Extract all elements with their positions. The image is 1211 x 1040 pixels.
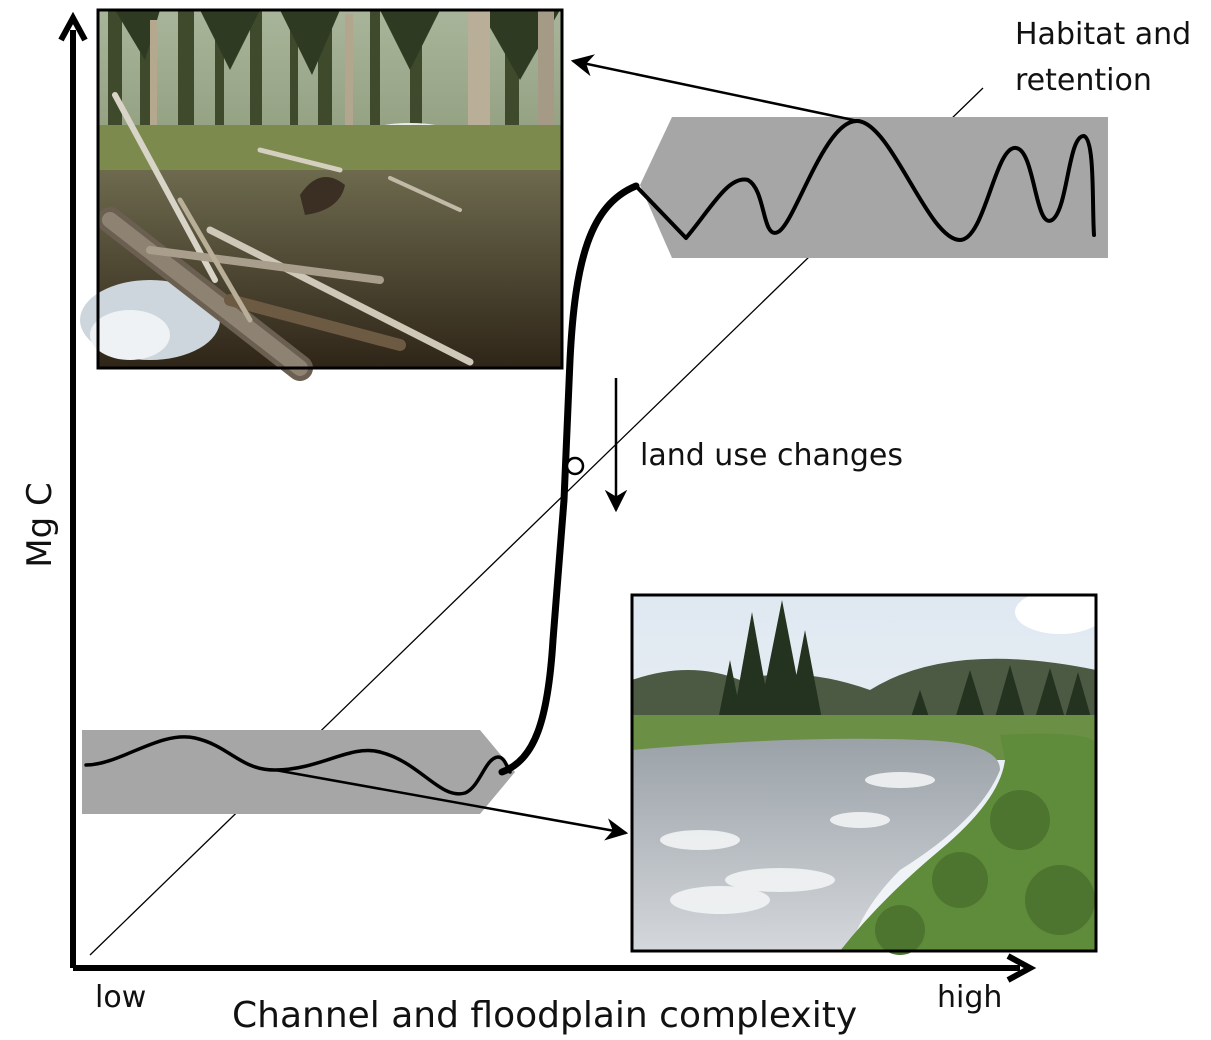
- y-axis-arrowhead: [58, 11, 88, 42]
- axes: [58, 11, 1037, 983]
- habitat-retention-label: Habitat and retention: [1015, 12, 1191, 104]
- y-axis-label: Mg C: [20, 482, 60, 568]
- high-state-band: [640, 117, 1108, 258]
- habitat-label-line1: Habitat and: [1015, 17, 1192, 52]
- tipping-point-marker: [565, 456, 585, 476]
- top-photo: [80, 8, 564, 381]
- bottom-photo-callout-arrow: [274, 768, 629, 841]
- x-axis-low-label: low: [95, 980, 147, 1015]
- x-axis-arrowhead: [1006, 953, 1037, 983]
- top-photo-callout-arrow: [570, 54, 859, 123]
- land-use-changes-label: land use changes: [640, 438, 903, 473]
- low-state-wave: [84, 735, 512, 796]
- high-state-wave: [634, 118, 1096, 242]
- habitat-label-line2: retention: [1015, 63, 1152, 98]
- x-axis-high-label: high: [937, 980, 1003, 1015]
- bottom-photo: [630, 590, 1105, 955]
- x-axis-label: Channel and floodplain complexity: [232, 995, 858, 1036]
- state-transition-curve: [498, 182, 640, 776]
